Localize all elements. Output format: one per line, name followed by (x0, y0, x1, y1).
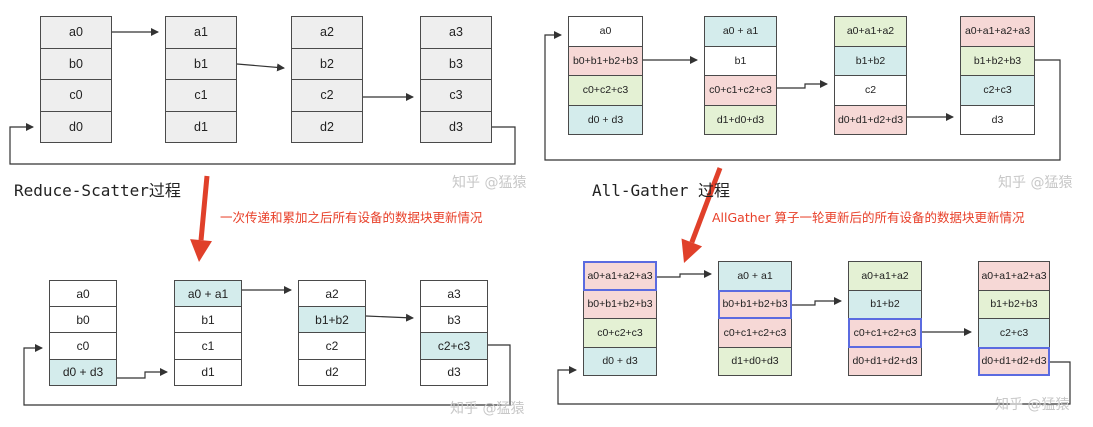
watermark: 知乎 @猛猿 (452, 175, 527, 191)
connector-arrow (117, 368, 168, 379)
data-block-cell: d3 (420, 110, 492, 143)
data-block-cell: a2 (298, 280, 366, 308)
data-block-cell: c2+c3 (420, 332, 488, 360)
red-pointer-arrow (190, 175, 212, 262)
data-block-cell: d2 (298, 358, 366, 386)
data-block-cell: c1 (165, 79, 237, 112)
data-block-cell: a3 (420, 16, 492, 49)
data-block-cell: a0 (568, 16, 643, 47)
reduce-scatter-caption: Reduce-Scatter过程 (14, 181, 181, 200)
data-block-cell: a0+a1+a2 (834, 16, 907, 47)
data-block-cell: b1 (704, 45, 777, 76)
watermark: 知乎 @猛猿 (450, 401, 525, 417)
data-block-cell: b1 (165, 47, 237, 80)
data-block-cell: d2 (291, 110, 363, 143)
data-block-cell: c0+c2+c3 (568, 75, 643, 106)
data-block-cell: b1+b2 (298, 306, 366, 334)
data-block-cell: b1+b2 (848, 289, 922, 319)
connector-arrow (9, 123, 516, 165)
connector-arrow (23, 344, 511, 406)
connector-arrow (657, 270, 712, 278)
data-block-cell: c3 (420, 79, 492, 112)
data-block-cell: b0+b1+b2+b3 (583, 289, 657, 319)
data-block-cell: b2 (291, 47, 363, 80)
data-block-cell: b0+b1+b2+b3 (718, 289, 792, 319)
watermark: 知乎 @猛猿 (995, 397, 1070, 413)
data-block-cell: b1+b2+b3 (978, 289, 1050, 319)
data-block-cell: c1 (174, 332, 242, 360)
data-block-cell: a1 (165, 16, 237, 49)
data-block-cell: a2 (291, 16, 363, 49)
data-block-cell: d0 (40, 110, 112, 143)
data-block-cell: d1+d0+d3 (718, 346, 792, 376)
data-block-cell: c2 (834, 75, 907, 106)
connector-arrow (365, 313, 414, 322)
data-block-cell: c2+c3 (960, 75, 1035, 106)
red-pointer-arrow (681, 167, 723, 263)
data-block-cell: c0 (40, 79, 112, 112)
data-block-cell: d1 (174, 358, 242, 386)
data-block-cell: c0+c1+c2+c3 (704, 75, 777, 106)
data-block-cell: d0+d1+d2+d3 (978, 346, 1050, 376)
data-block-cell: c0+c1+c2+c3 (848, 318, 922, 348)
data-block-cell: b0+b1+b2+b3 (568, 45, 643, 76)
connector-arrow (557, 361, 1071, 405)
data-block-cell: c0+c2+c3 (583, 318, 657, 348)
data-block-cell: b1+b2+b3 (960, 45, 1035, 76)
data-block-cell: c0+c1+c2+c3 (718, 318, 792, 348)
data-block-cell: a3 (420, 280, 488, 308)
connector-arrow (777, 80, 828, 89)
connector-arrow (236, 63, 285, 72)
reduce-scatter-note: 一次传递和累加之后所有设备的数据块更新情况 (220, 210, 483, 225)
data-block-cell: a0 (40, 16, 112, 49)
data-block-cell: d1 (165, 110, 237, 143)
data-block-cell: b1+b2 (834, 45, 907, 76)
connector-arrow (544, 31, 1061, 161)
data-block-cell: b0 (49, 306, 117, 334)
data-block-cell: b0 (40, 47, 112, 80)
data-block-cell: b3 (420, 47, 492, 80)
data-block-cell: c2+c3 (978, 318, 1050, 348)
data-block-cell: a0+a1+a2+a3 (960, 16, 1035, 47)
data-block-cell: a0+a1+a2+a3 (978, 261, 1050, 291)
data-block-cell: a0 (49, 280, 117, 308)
watermark: 知乎 @猛猿 (998, 175, 1073, 191)
data-block-cell: c0 (49, 332, 117, 360)
data-block-cell: d0+d1+d2+d3 (834, 104, 907, 135)
data-block-cell: a0+a1+a2 (848, 261, 922, 291)
data-block-cell: a0 + a1 (174, 280, 242, 308)
data-block-cell: d0 + d3 (49, 358, 117, 386)
data-block-cell: d0 + d3 (583, 346, 657, 376)
data-block-cell: a0 + a1 (704, 16, 777, 47)
data-block-cell: d0 + d3 (568, 104, 643, 135)
data-block-cell: b1 (174, 306, 242, 334)
data-block-cell: d3 (420, 358, 488, 386)
data-block-cell: c2 (291, 79, 363, 112)
connector-arrow (792, 297, 842, 306)
data-block-cell: a0 + a1 (718, 261, 792, 291)
data-block-cell: a0+a1+a2+a3 (583, 261, 657, 291)
data-block-cell: d1+d0+d3 (704, 104, 777, 135)
data-block-cell: d3 (960, 104, 1035, 135)
all-gather-note: AllGather 算子一轮更新后的所有设备的数据块更新情况 (712, 210, 1025, 225)
data-block-cell: b3 (420, 306, 488, 334)
all-gather-caption: All-Gather 过程 (592, 181, 730, 200)
data-block-cell: d0+d1+d2+d3 (848, 346, 922, 376)
data-block-cell: c2 (298, 332, 366, 360)
